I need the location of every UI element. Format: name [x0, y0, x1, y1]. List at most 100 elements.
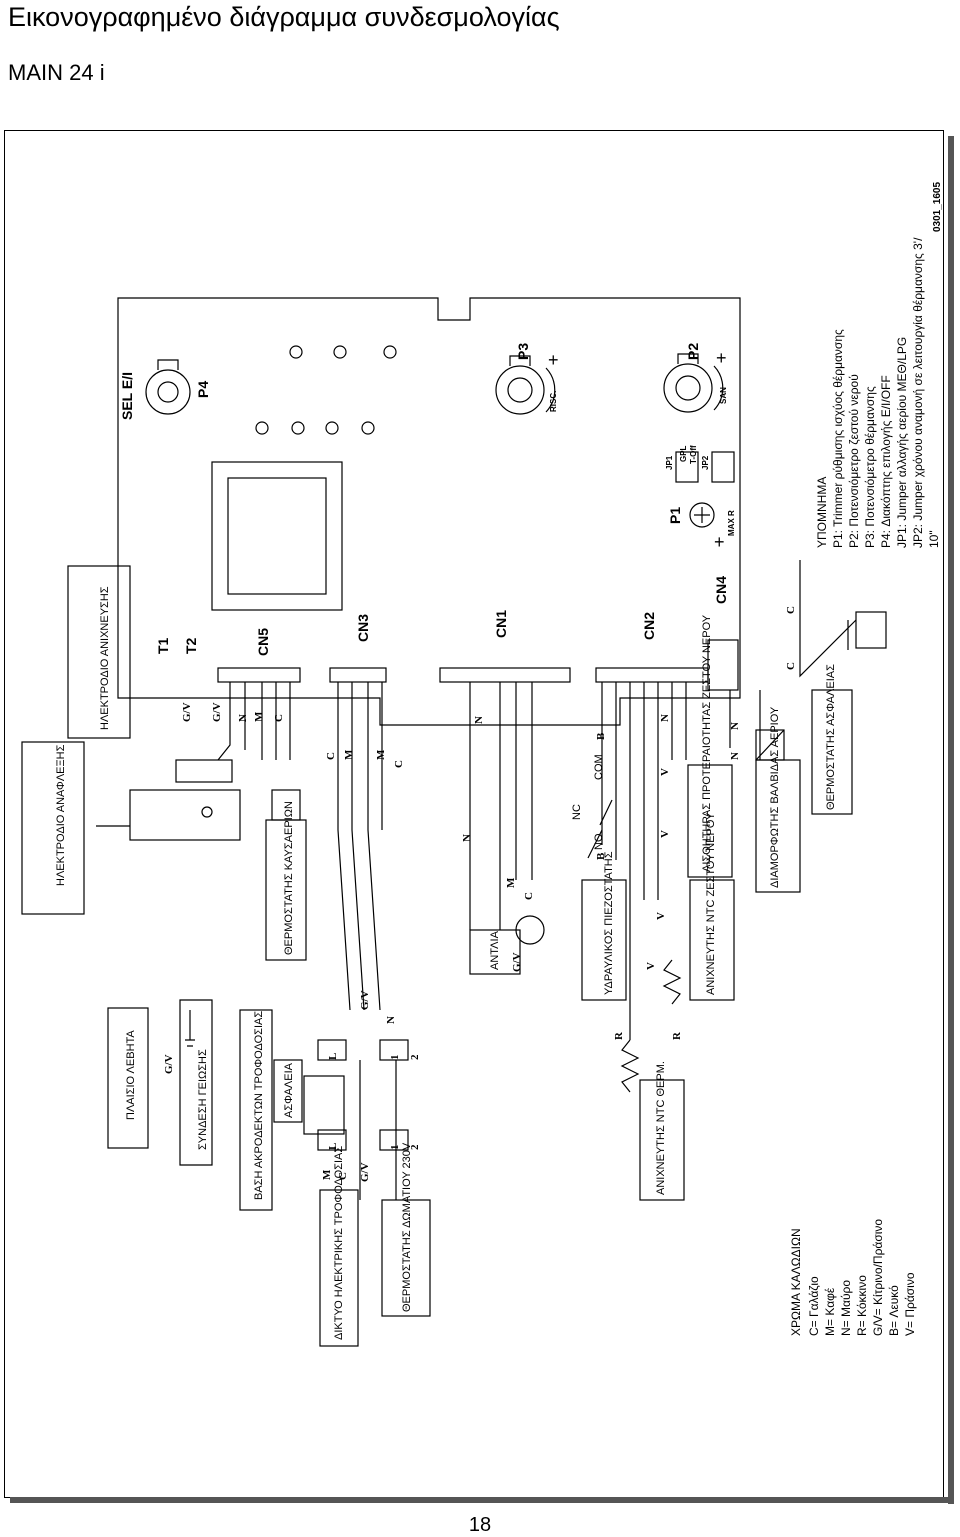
boiler-frame-label: ΠΛΑΙΣΙΟ ΛΕΒΗΤΑ [125, 1030, 137, 1120]
tag-m-2: M [343, 749, 355, 760]
tag-m-3: M [375, 749, 387, 760]
tag-v-1: V [645, 962, 657, 970]
pressure-switch-label: ΥΔΡΑΥΛΙΚΟΣ ΠΙΕΖΟΣΤΑΤΗΣ [603, 851, 615, 995]
t2-label: T2 [183, 637, 199, 654]
tag-1-b: 1 [389, 1055, 401, 1061]
sel-label: SEL E/I [119, 372, 135, 420]
tag-m-4: M [505, 877, 517, 888]
t1-label: T1 [155, 637, 171, 654]
dhw-sensor-label: ΑΙΣΘΗΤΗΡΑΣ ΠΡΟΤΕΡΑΙΟΤΗΤΑΣ ΖΕΣΤΟΥ ΝΕΡΟΥ [701, 614, 713, 872]
page-title: Εικονογραφημένο διάγραμμα συνδεσμολογίας [8, 2, 560, 32]
nc-label: NC [571, 804, 583, 820]
p2-label: P2 [685, 343, 701, 360]
terminal-base-box [239, 1009, 273, 1211]
tag-n-5: N [659, 714, 671, 722]
cn4-connector [707, 639, 739, 691]
boiler-frame-box [107, 1007, 149, 1149]
wire-color-item: G/V= Κίτρινο/Πράσινο [871, 1219, 885, 1336]
gpl-label: GPL [679, 445, 688, 462]
frame-shadow-bottom [10, 1497, 954, 1503]
cn5-label: CN5 [255, 628, 271, 656]
no-label: NO [593, 833, 605, 850]
p1-plus: + [714, 532, 725, 552]
p1-label: P1 [667, 507, 683, 524]
detection-electrode-label: ΗΛΕΚΤΡΟΔΙΟ ΑΝΙΧΝΕΥΣΗΣ [99, 586, 111, 730]
flue-thermostat-label: ΘΕΡΜΟΣΤΑΤΗΣ ΚΑΥΣΑΕΡΙΩΝ [283, 801, 295, 955]
ntc-dhw-box [689, 879, 735, 1001]
jp1-label: JP1 [665, 455, 674, 470]
tag-n-1: N [237, 714, 249, 722]
tag-gv-2: G/V [211, 702, 223, 722]
p3-label: P3 [515, 343, 531, 360]
cn4-label: CN4 [713, 576, 729, 604]
doc-code: 0301_1605 [932, 182, 943, 232]
tag-m-1: M [253, 711, 265, 722]
gas-valve-box [755, 759, 801, 893]
cn2-connector [595, 667, 709, 683]
tag-l-2: L [327, 1053, 339, 1060]
page-number: 18 [468, 1514, 492, 1536]
wire-color-item: N= Μαύρο [839, 1280, 853, 1336]
pump-symbol [515, 915, 545, 945]
cn5-connector [217, 667, 301, 683]
legend-item: JP1: Jumper αλλαγής αερίου ΜΕΘ/LPG [895, 337, 909, 548]
legend-item: P2: Ποτενσιόμετρο ζεστού νερού [847, 374, 861, 548]
wire-color-item: C= Γαλάζιο [807, 1276, 821, 1336]
tag-v-2: V [655, 912, 667, 920]
jp2-label: JP2 [701, 455, 710, 470]
legend-heading: ΥΠΟΜΝΗΜΑ [815, 477, 829, 548]
pump-label: ΑΝΤΛΙΑ [489, 930, 501, 970]
mains-supply-label: ΔΙΚΤΥΟ ΗΛΕΚΤΡΙΚΗΣ ΤΡΟΦΟΔΟΣΙΑΣ [333, 1146, 345, 1340]
p3-potentiometer [495, 365, 545, 415]
cn3-label: CN3 [355, 614, 371, 642]
tag-gv-1: G/V [181, 702, 193, 722]
legend-item: P4: Διακόπτης επιλογής E/I/OFF [879, 375, 893, 548]
jp2-jumper [711, 451, 735, 483]
tag-r-2: R [671, 1031, 683, 1040]
legend-item: JP2: Jumper χρόνου αναμονή σε λειτουργία… [911, 237, 925, 548]
tag-v-4: V [659, 768, 671, 776]
p2-plus: + [716, 348, 727, 368]
tag-c-3: C [393, 760, 405, 768]
tag-gv-5: G/V [163, 1054, 175, 1074]
tag-1-a: 1 [389, 1145, 401, 1151]
wire-color-item: V= Πράσινο [903, 1272, 917, 1336]
p4-switch [145, 369, 191, 415]
tag-n-6: N [729, 752, 741, 760]
terminal-base-label: ΒΑΣΗ ΑΚΡΟΔΕΚΤΩΝ ΤΡΟΦΟΔΟΣΙΑΣ [253, 1011, 265, 1200]
tag-v-3: V [659, 830, 671, 838]
wire-color-item: M= Καφέ [823, 1287, 837, 1336]
cn2-label: CN2 [641, 612, 657, 640]
tag-b-2: B [595, 852, 607, 860]
tag-gv-3: G/V [359, 990, 371, 1010]
tag-r-1: R [613, 1031, 625, 1040]
ignition-electrode-box [21, 741, 85, 915]
dhw-sensor-box [687, 764, 733, 878]
ignition-electrode-label: ΗΛΕΚΤΡΟΔΙΟ ΑΝΑΦΛΕΞΗΣ [55, 744, 67, 886]
detection-electrode-box [67, 565, 131, 739]
tag-b-1: B [595, 732, 607, 740]
cn1-connector [439, 667, 571, 683]
room-thermostat-label: ΘΕΡΜΟΣΤΑΤΗΣ ΔΩΜΑΤΙΟΥ 230V [401, 1142, 413, 1312]
p1-trimmer [689, 502, 715, 528]
flue-thermostat-box [265, 819, 307, 961]
legend-item: P3: Ποτενσιόμετρο θέρμανσης [863, 386, 877, 548]
pressure-switch-box [581, 879, 627, 1001]
ignition-transformer [129, 789, 241, 841]
tag-c-1: C [273, 714, 285, 722]
wire-color-item: R= Κόκκινο [855, 1275, 869, 1336]
tag-c-5: C [785, 662, 797, 670]
mains-supply-box [319, 1189, 359, 1347]
max-r-label: MAX R [727, 510, 736, 536]
tag-c-4: C [523, 892, 535, 900]
tag-2-b: 2 [409, 1054, 421, 1060]
wire-color-item: B= Λευκό [887, 1285, 901, 1336]
transformer [211, 461, 343, 611]
tag-m-5: M [321, 1169, 333, 1180]
tag-n-7: N [729, 722, 741, 730]
fuse-box [273, 1059, 303, 1123]
tag-gv-6: G/V [359, 1162, 371, 1182]
tag-c-6: C [785, 606, 797, 614]
tag-c-2: C [325, 752, 337, 760]
